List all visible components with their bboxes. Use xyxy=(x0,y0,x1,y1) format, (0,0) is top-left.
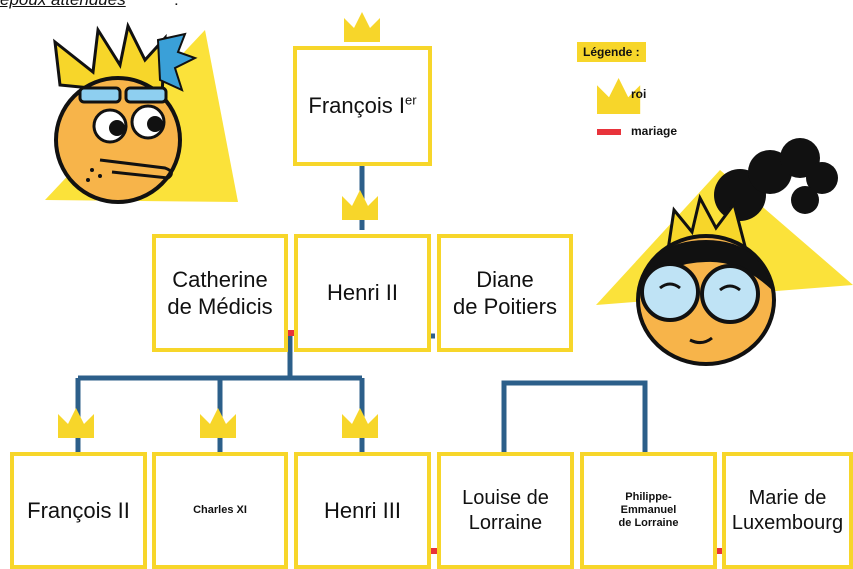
king-cartoon xyxy=(45,21,238,204)
crown-icon xyxy=(200,408,236,438)
person-charles: Charles XI xyxy=(152,452,288,569)
person-name-line2: de Médicis xyxy=(167,294,273,319)
legend-title: Légende : xyxy=(577,42,646,62)
person-name-line1: Philippe- xyxy=(625,490,672,503)
person-name-line2: Luxembourg xyxy=(731,511,844,534)
person-name-line1: Marie de xyxy=(748,486,827,509)
marriage-marks xyxy=(281,330,728,554)
person-francois-1: François Ier xyxy=(293,46,432,166)
line-lorraine-siblings xyxy=(501,380,648,452)
person-francois-2: François II xyxy=(10,452,147,569)
person-name-line1: Diane xyxy=(476,266,534,292)
person-henri-2: Henri II xyxy=(294,234,431,352)
marriage-mark-catherine-henri2 xyxy=(281,330,299,336)
crown-icon xyxy=(342,408,378,438)
person-name-line3: de Lorraine xyxy=(618,517,679,530)
crown-icon xyxy=(342,190,378,220)
marriage-mark-henri3-louise xyxy=(424,548,444,554)
crown-icon xyxy=(344,12,380,42)
person-name: François II xyxy=(27,497,130,523)
person-name: François I xyxy=(308,93,406,119)
page-heading-tail: : xyxy=(174,0,179,10)
person-name-line2: de Poitiers xyxy=(453,294,557,319)
legend-crown-icon xyxy=(597,78,641,114)
queen-cartoon xyxy=(596,138,853,366)
page-heading: époux attendues xyxy=(0,0,126,10)
person-name: Henri II xyxy=(327,280,398,306)
person-name: Charles XI xyxy=(193,503,247,516)
crown-icon xyxy=(58,408,94,438)
person-name-line2: Emmanuel xyxy=(620,503,677,516)
legend-marriage-icon xyxy=(597,129,621,135)
person-henri-3: Henri III xyxy=(294,452,431,569)
legend-marriage-label: mariage xyxy=(631,124,678,138)
person-name-line1: Catherine xyxy=(172,266,268,292)
legend-king-label: roi xyxy=(631,87,647,101)
person-name: Henri III xyxy=(323,497,402,523)
marriage-mark-philippe-marie xyxy=(708,548,728,554)
person-name-line1: Louise de xyxy=(462,486,549,509)
person-name-line2: Lorraine xyxy=(468,511,543,534)
person-name-sup: er xyxy=(405,92,417,108)
